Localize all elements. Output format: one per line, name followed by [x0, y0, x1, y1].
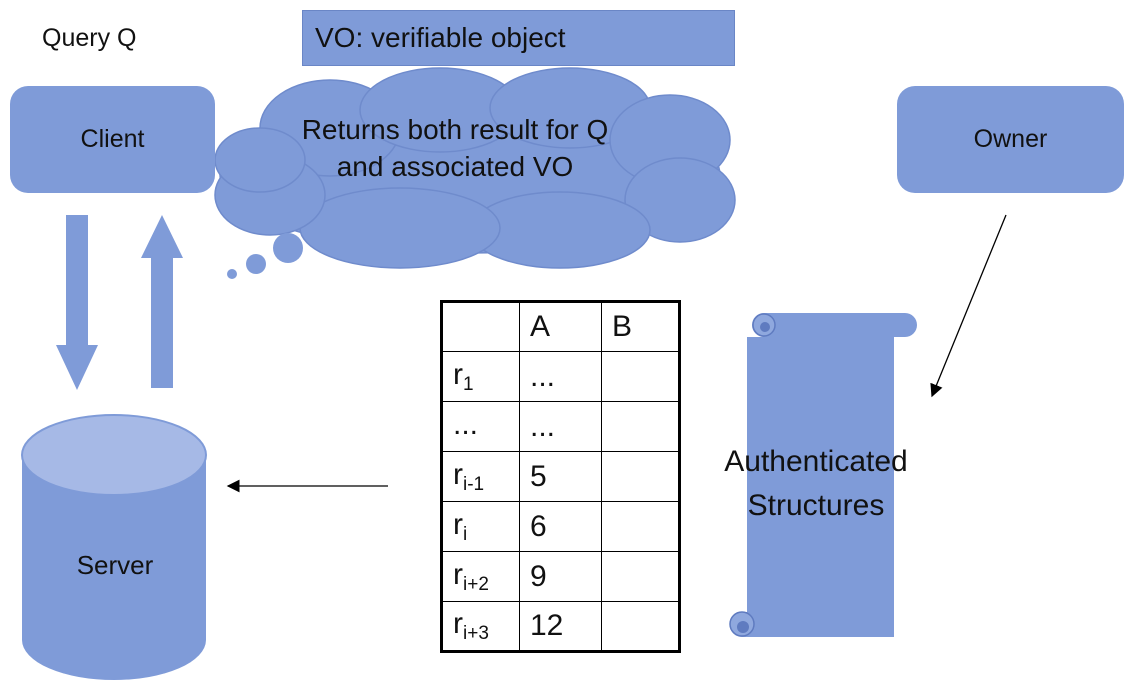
- cell-b: [601, 451, 680, 502]
- header-cell: A: [519, 301, 602, 352]
- header-cell: [441, 301, 520, 352]
- cell-a: ...: [519, 351, 602, 402]
- row-label: ri-1: [441, 451, 520, 502]
- cell-b: [601, 401, 680, 452]
- cell-a: 5: [519, 451, 602, 502]
- up-arrow-icon: [141, 215, 183, 388]
- authenticated-structures-label: Authenticated Structures: [700, 440, 932, 527]
- server-cylinder-icon: [21, 414, 207, 680]
- scroll-icon: [729, 313, 917, 637]
- header-cell: B: [601, 301, 680, 352]
- server-label: Server: [76, 550, 154, 580]
- row-label: ri+3: [441, 601, 520, 652]
- thought-bubbles: [227, 233, 303, 279]
- table-row: r1 ...: [441, 351, 680, 402]
- query-label: Query Q: [42, 24, 137, 52]
- row-label: ...: [441, 401, 520, 452]
- row-label: ri: [441, 501, 520, 552]
- table-row: ri 6: [441, 501, 680, 552]
- cell-a: 9: [519, 551, 602, 602]
- cell-a: 12: [519, 601, 602, 652]
- cell-b: [601, 601, 680, 652]
- client-label: Client: [80, 125, 145, 153]
- client-box: Client: [10, 86, 215, 193]
- row-label: ri+2: [441, 551, 520, 602]
- auth-line-1: Authenticated: [724, 445, 908, 478]
- table-header-row: A B: [441, 301, 680, 352]
- table-row: ri-1 5: [441, 451, 680, 502]
- thought-cloud: [214, 67, 736, 269]
- owner-box: Owner: [897, 86, 1124, 193]
- vo-banner: VO: verifiable object: [302, 10, 735, 66]
- table-row: ri+2 9: [441, 551, 680, 602]
- cloud-text: Returns both result for Q and associated…: [301, 114, 609, 182]
- down-arrow-icon: [56, 215, 98, 390]
- auth-line-2: Structures: [747, 488, 885, 522]
- cell-a: 6: [519, 501, 602, 552]
- data-table: A B r1 ... ... ... ri-1 5 ri 6 ri+2 9 ri…: [440, 300, 681, 653]
- cell-b: [601, 351, 680, 402]
- cell-a: ...: [519, 401, 602, 452]
- table-row: ri+3 12: [441, 601, 680, 652]
- cell-b: [601, 501, 680, 552]
- row-label: r1: [441, 351, 520, 402]
- owner-to-structures-arrow: [930, 214, 1007, 398]
- owner-label: Owner: [973, 125, 1048, 153]
- table-row: ... ...: [441, 401, 680, 452]
- cell-b: [601, 551, 680, 602]
